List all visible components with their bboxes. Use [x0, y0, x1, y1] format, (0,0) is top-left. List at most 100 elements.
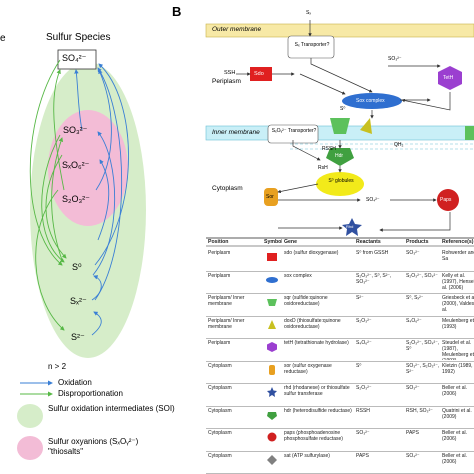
table-cell-reactants: S₄O₆²⁻ — [356, 340, 372, 346]
hdr-symbol — [326, 148, 354, 166]
table-symbol-square-icon — [267, 253, 277, 261]
table-cell-refs: Steudel et al. (1987), Meulenberg et al.… — [442, 340, 474, 359]
table-cell-position: Periplasm — [208, 272, 231, 279]
panel-a — [17, 49, 146, 460]
doxd-symbol — [360, 118, 372, 134]
table-symbol-triangle-icon — [268, 319, 276, 329]
table-cell-reactants: S₂O₃²⁻, S⁰, S²⁻, SO₃²⁻ — [356, 272, 392, 285]
table-cell-products: S₂O₃²⁻, SO₄²⁻ — [406, 272, 438, 279]
table-header-2: Gene — [284, 239, 297, 245]
table-cell-refs: Beller et al. (2006) — [442, 430, 468, 442]
table-cell-position: Cytoplasm — [208, 385, 232, 391]
rhd-symbol — [342, 218, 362, 236]
table-cell-position: Periplasm/ Inner membrane — [208, 295, 245, 307]
table-cell-reactants: RSSH — [356, 407, 370, 414]
so3-periplasm-label: SO₃²⁻ — [388, 56, 402, 62]
table-cell-gene: sat (ATP sulfurylase) — [284, 452, 330, 459]
legend-soi-label: Sulfur oxidation intermediates (SOI) — [48, 404, 175, 413]
sdo-label: Sdo — [254, 71, 264, 77]
table-cell-gene: rhd (rhodanese) or thiosulfate sulfur tr… — [284, 385, 350, 397]
table-symbol-diamond-icon — [267, 454, 277, 465]
table-cell-products: PAPS — [406, 430, 419, 436]
table-cell-refs: Kletzin (1989, 1992) — [442, 362, 473, 375]
table-cell-gene: paps (phosphoadenosine phosphosulfate re… — [284, 430, 343, 442]
table-cell-gene: hdr (heterodisulfide reductase) — [284, 407, 352, 414]
paps-label: Paps — [440, 197, 452, 203]
table-cell-refs: Kelly et al. (1997), Hensel et al. (2006… — [442, 272, 474, 291]
qh2-label: QH₂ — [394, 142, 404, 148]
table-cell-products: SO₃²⁻ — [406, 385, 420, 391]
table-cell-position: Cytoplasm — [208, 362, 232, 369]
panel-b-diagram — [205, 20, 474, 247]
top-transporter-prefix: Sₓ — [306, 10, 311, 16]
table-row: Periplasm sox complex S₂O₃²⁻, S⁰, S²⁻, SO₃… — [206, 271, 474, 294]
table-cell-reactants: S₂O₃²⁻ — [356, 385, 372, 391]
table-cell-products: SO₄²⁻ — [406, 452, 420, 459]
table-cell-position: Periplasm — [208, 340, 231, 346]
sox-label: Sox complex — [356, 98, 385, 104]
table-cell-products: S₂O₃²⁻, SO₄²⁻, S⁰ — [406, 340, 440, 352]
legend-oxidation-label: Oxidation — [58, 378, 92, 387]
table-cell-gene: sox complex — [284, 272, 312, 279]
species-sx: Sₓ²⁻ — [70, 296, 87, 306]
table-header-4: Products — [406, 239, 429, 245]
panel-a-heading: Sulfur Species — [46, 32, 111, 43]
table-header-5: Reference(s) — [442, 239, 474, 245]
sqr-symbol — [330, 118, 350, 134]
table-row: Periplasm/ Inner membrane doxD (thiosulfa… — [206, 316, 474, 339]
sdo-symbol — [250, 67, 272, 81]
table-cell-refs: Meulenberg et al. (1993) — [442, 317, 474, 330]
table-cell-position: Periplasm — [208, 250, 231, 256]
table-symbol-star-icon — [267, 387, 277, 397]
table-symbol-circle-icon — [267, 432, 277, 442]
table-cell-gene: sqr (sulfide:quinone oxidoreductase) — [284, 295, 328, 307]
cytoplasm-label: Cytoplasm — [212, 185, 243, 192]
table-cell-products: SO₃²⁻, S₂O₃²⁻, S²⁻ — [406, 362, 440, 375]
legend-disproportionation-label: Disproportionation — [58, 389, 123, 398]
globules-label: S⁰ globules — [328, 178, 354, 184]
table-cell-products: S⁰, Sₓ²⁻ — [406, 295, 424, 301]
disproportionation-arrows — [29, 59, 67, 331]
teth-label: TetH — [443, 75, 454, 81]
table-cell-reactants: S⁰ from GSSH — [356, 250, 389, 256]
table-cell-reactants: S⁰ — [356, 362, 362, 369]
table-cell-refs: Rohwerder and Sa — [442, 250, 474, 262]
table-header-0: Position — [208, 239, 229, 245]
table-cell-products: RSH, SO₃²⁻ — [406, 407, 433, 414]
s0-periplasm-label: S⁰ — [340, 106, 346, 112]
panel-a-title-fragment: e — [0, 33, 6, 44]
teth-symbol — [438, 66, 462, 90]
sox-complex-symbol — [342, 93, 402, 109]
top-transporter-label: Sₓ Transporter? — [294, 42, 330, 48]
table-symbol-trapezoid-icon — [267, 299, 277, 306]
table-cell-gene: sor (sulfur oxygenase reductase) — [284, 362, 332, 375]
species-s2minus: S²⁻ — [71, 332, 85, 342]
table-cell-reactants: SO₃²⁻ — [356, 430, 370, 436]
rssh-label: RSSH — [322, 146, 336, 152]
table-cell-position: Cytoplasm — [208, 452, 232, 459]
table-cell-gene: tetH (tetrathionate hydrolase) — [284, 340, 349, 346]
species-s2o3: S₂O₃²⁻ — [62, 194, 90, 204]
inner-membrane-label: Inner membrane — [212, 129, 260, 136]
hdr-label: Hdr — [335, 153, 344, 159]
sor-label: Sor — [266, 194, 274, 200]
sor-symbol — [264, 188, 278, 206]
table-cell-position: Periplasm/ Inner membrane — [208, 317, 245, 330]
n-note: n > 2 — [48, 362, 67, 371]
outer-membrane — [205, 23, 474, 38]
table-cell-refs: Beller et al. (2006) — [442, 385, 468, 397]
table-symbol-pentagon-icon — [267, 411, 277, 420]
species-so4: SO₄²⁻ — [62, 53, 87, 63]
table-cell-gene: doxD (thiosulfate:quinone oxidoreductase… — [284, 317, 341, 330]
species-so3: SO₃²⁻ — [63, 125, 88, 135]
table-header-1: Symbol — [264, 239, 282, 245]
legend-thiosalt-swatch — [17, 436, 43, 460]
species-s0: S⁰ — [72, 262, 82, 272]
legend-soi-swatch — [17, 404, 43, 428]
table-row: Periplasm tetH (tetrathionate hydrolase) S… — [206, 338, 474, 362]
